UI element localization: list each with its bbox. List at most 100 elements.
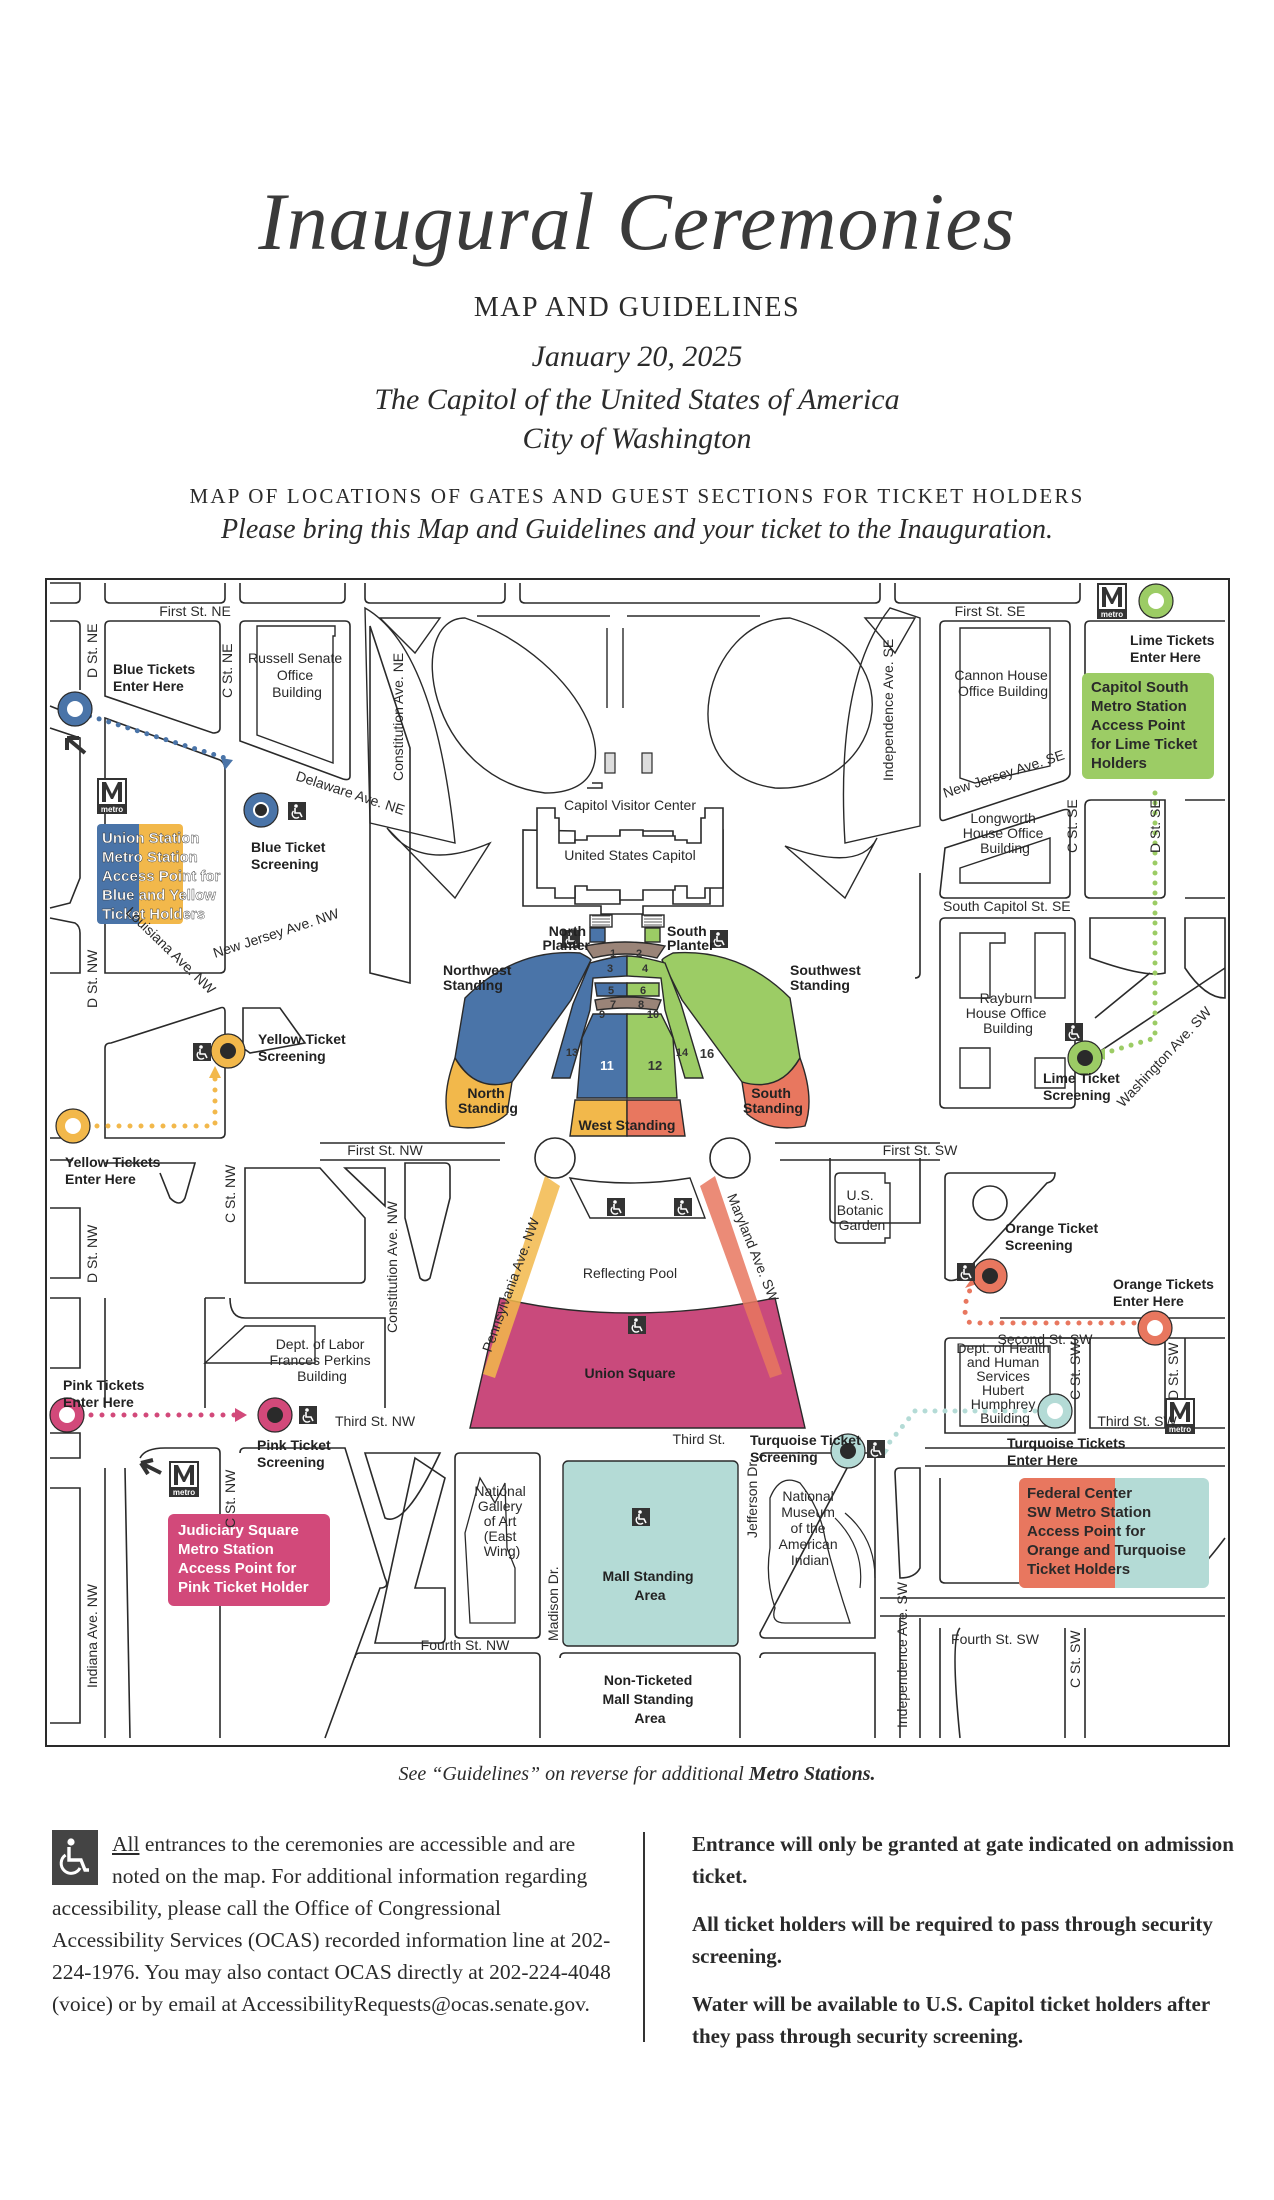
- section-number: 6: [640, 985, 646, 997]
- metro-logo-icon: [1097, 583, 1127, 619]
- reflecting-pool-area: [568, 1177, 707, 1219]
- judiciary-square-text: Judiciary Square Metro Station Access Po…: [178, 1522, 309, 1596]
- south-standing-label: South Standing: [743, 1085, 803, 1116]
- street-label: D St. NW: [84, 949, 100, 1008]
- arrow-icon: [65, 736, 87, 755]
- street-label: Constitution Ave. NE: [390, 653, 406, 781]
- metro-logo-icon: [169, 1461, 199, 1497]
- lime-screening-gate[interactable]: [1067, 1040, 1103, 1076]
- section-number: 10: [647, 1009, 659, 1021]
- yellow-screening-gate[interactable]: [210, 1033, 246, 1069]
- street-label: D St. SE: [1147, 799, 1163, 853]
- street-label: D St. NE: [84, 624, 100, 678]
- blue-entry-gate[interactable]: [57, 691, 93, 727]
- column-divider: [643, 1832, 645, 2042]
- page-subtitle: MAP AND GUIDELINES: [473, 292, 801, 323]
- cvc-label: Capitol Visitor Center: [564, 797, 696, 813]
- street-label: South Capitol St. SE: [943, 898, 1071, 914]
- maryland-ave-band: [700, 1176, 782, 1378]
- map-instruction: Please bring this Map and Guidelines and…: [220, 514, 1054, 545]
- mall-standing-label: Mall Standing Area: [603, 1568, 698, 1603]
- wheelchair-icon: [627, 1315, 647, 1335]
- blue-screening-gate[interactable]: [243, 792, 279, 828]
- metro-note-bold: Metro Stations.: [748, 1763, 876, 1785]
- section-number: 8: [638, 999, 644, 1011]
- section-number: 14: [676, 1047, 689, 1059]
- pink-route: [77, 1408, 247, 1422]
- entry-rules: Entrance will only be granted at gate in…: [692, 1828, 1252, 2068]
- street-label: C St. NE: [219, 644, 235, 698]
- street-label: Third St. NW: [335, 1413, 416, 1429]
- rule-item: All ticket holders will be required to p…: [692, 1912, 1213, 1968]
- event-city: City of Washington: [522, 422, 752, 455]
- rayburn-building-label: Rayburn House Office Building: [966, 990, 1051, 1036]
- arrow-icon: [139, 1458, 162, 1476]
- accessibility-all: All: [112, 1832, 140, 1856]
- event-place: The Capitol of the United States of Amer…: [374, 383, 900, 416]
- orange-entry-gate[interactable]: [1137, 1310, 1173, 1346]
- russell-building-label: Russell Senate Office Building: [248, 650, 346, 700]
- metro-note-text: See “Guidelines” on reverse for addition…: [398, 1763, 749, 1785]
- metro-logo-icon: [97, 778, 127, 814]
- wheelchair-icon: [298, 1405, 318, 1425]
- section-number: 15: [543, 1046, 557, 1061]
- street-label: First St. NE: [159, 603, 231, 619]
- wheelchair-icon: [956, 1262, 976, 1282]
- turquoise-screening-gate[interactable]: [830, 1433, 866, 1469]
- cannon-building-label: Cannon House Office Building: [954, 667, 1051, 699]
- rule-item: Entrance will only be granted at gate in…: [692, 1832, 1234, 1888]
- pennsylvania-ave-band: [483, 1176, 560, 1378]
- wheelchair-icon: [606, 1197, 626, 1217]
- wheelchair-icon: [1064, 1022, 1084, 1042]
- section-number: 7: [610, 999, 616, 1011]
- capitol-south-box: [1082, 673, 1214, 779]
- labor-building-label: Dept. of Labor Frances Perkins Building: [269, 1336, 374, 1384]
- north-planter-label: North Planter: [543, 923, 591, 953]
- pink-entry-gate[interactable]: [49, 1397, 85, 1433]
- street-label: Second St. SW: [998, 1331, 1094, 1347]
- section-number: 5: [608, 985, 614, 997]
- section-number: 2: [636, 948, 642, 960]
- capitol-building: [522, 807, 724, 915]
- wheelchair-icon: [52, 1830, 98, 1885]
- section-number: 3: [607, 963, 613, 975]
- capitol-south-text: Capitol South Metro Station Access Point…: [1091, 679, 1202, 772]
- section-number: 4: [642, 963, 649, 975]
- yellow-entry-gate[interactable]: [55, 1108, 91, 1144]
- street-label: First St. SE: [955, 603, 1026, 619]
- north-standing-label: North Standing: [458, 1085, 518, 1116]
- south-planter-label: South Planter: [667, 923, 715, 953]
- lime-entry-gate[interactable]: [1138, 583, 1174, 619]
- accessibility-text: entrances to the ceremonies are accessib…: [52, 1832, 611, 2016]
- seating-sections: [445, 782, 810, 1137]
- street-label: C St. NW: [222, 1164, 238, 1223]
- mall-standing-area: [562, 1460, 739, 1647]
- union-station-text: Union Station Metro Station Access Point…: [102, 830, 225, 923]
- pink-screening-gate[interactable]: [257, 1397, 293, 1433]
- nmai-label: National Museum of the American Indian: [778, 1488, 841, 1568]
- southwest-standing-label: Southwest Standing: [790, 962, 865, 993]
- section-number: 16: [700, 1046, 714, 1061]
- street-label: C St. SE: [1064, 799, 1080, 853]
- wheelchair-icon: [287, 801, 307, 821]
- federal-center-box: [1019, 1478, 1209, 1588]
- union-square-label: Union Square: [584, 1365, 675, 1381]
- hhs-building-label: Dept. of Health and Human Services Huber…: [956, 1340, 1053, 1426]
- turquoise-entry-gate[interactable]: [1037, 1393, 1073, 1429]
- metro-note: See “Guidelines” on reverse for addition…: [0, 1763, 1274, 1786]
- orange-screening-gate[interactable]: [972, 1258, 1008, 1294]
- event-date: January 20, 2025: [531, 340, 743, 373]
- street-label: D St. NW: [84, 1224, 100, 1283]
